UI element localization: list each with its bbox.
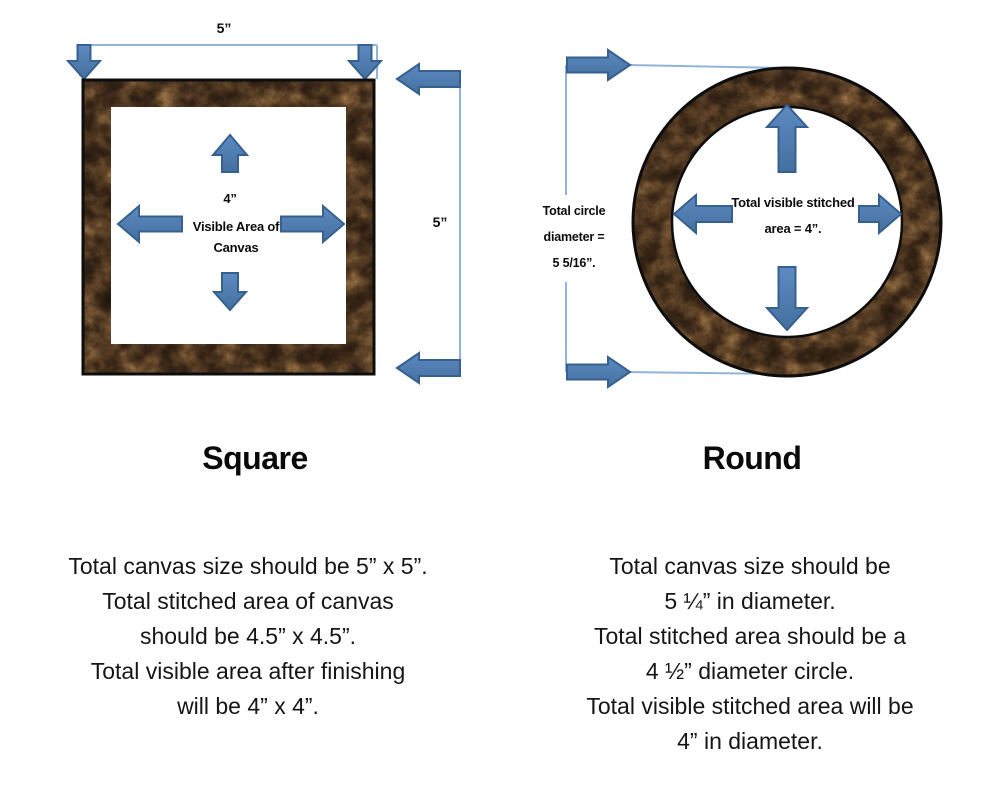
round-notes-line-1: Total canvas size should be [609,553,891,579]
square-heading: Square [202,440,308,476]
round-inner-label-line2: area = 4”. [765,221,822,236]
round-notes-line-5: Total visible stitched area will be [586,693,914,719]
square-inner-size-label: 4” [223,191,236,206]
square-top-width-label: 5” [217,20,232,36]
square-notes-line-2: Total stitched area of canvas [102,588,394,614]
inner-up-arrow-icon [764,103,810,173]
inner-left-arrow-icon [116,203,183,245]
square-notes-line-3: should be 4.5” x 4.5”. [139,623,357,649]
round-notes-line-4: 4 ½” diameter circle. [645,658,855,684]
square-notes-line-1: Total canvas size should be 5” x 5”. [68,553,428,579]
square-outline [81,78,376,376]
inner-up-arrow-icon [210,133,250,173]
left-arrow-top-icon [395,62,461,96]
square-diagram: 5” 4” Visible Area of Canvas 5” [65,20,461,385]
inner-right-arrow-icon [280,203,346,245]
square-notes: Total canvas size should be 5” x 5”. Tot… [28,549,468,724]
round-diameter-label-line3: 5 5/16”. [553,256,596,270]
down-arrow-right-icon [346,44,384,81]
round-diameter-label-line2: diameter = [544,230,605,244]
square-right-height-label: 5” [433,214,448,230]
right-arrow-bottom-icon [566,355,632,389]
down-arrow-left-icon [65,44,103,81]
inner-down-arrow-icon [211,272,249,312]
round-notes-line-2: 5 ¼” in diameter. [664,588,836,614]
square-inner-label-line2: Canvas [213,240,258,255]
square-notes-line-4: Total visible area after finishing [90,658,406,684]
round-heading: Round [702,440,802,476]
inner-right-arrow-icon [858,192,903,236]
round-diagram: Total circle diameter = 5 5/16”. Total v… [543,48,943,389]
right-arrow-top-icon [566,48,632,82]
top-pointer-line [628,64,786,69]
square-inner-label-line1: Visible Area of [193,219,280,234]
round-inner-label-line1: Total visible stitched [731,195,854,210]
round-visible-area [672,107,902,337]
inner-left-arrow-icon [672,192,733,236]
square-notes-line-5: will be 4” x 4”. [177,693,319,719]
inner-down-arrow-icon [764,266,810,332]
round-outer-outline [631,66,943,378]
round-diameter-label-line1: Total circle [543,204,606,218]
round-notes-line-6: 4” in diameter. [677,728,823,754]
left-arrow-bottom-icon [395,351,461,385]
round-notes-line-3: Total stitched area should be a [594,623,906,649]
round-notes: Total canvas size should be 5 ¼” in diam… [530,549,970,759]
